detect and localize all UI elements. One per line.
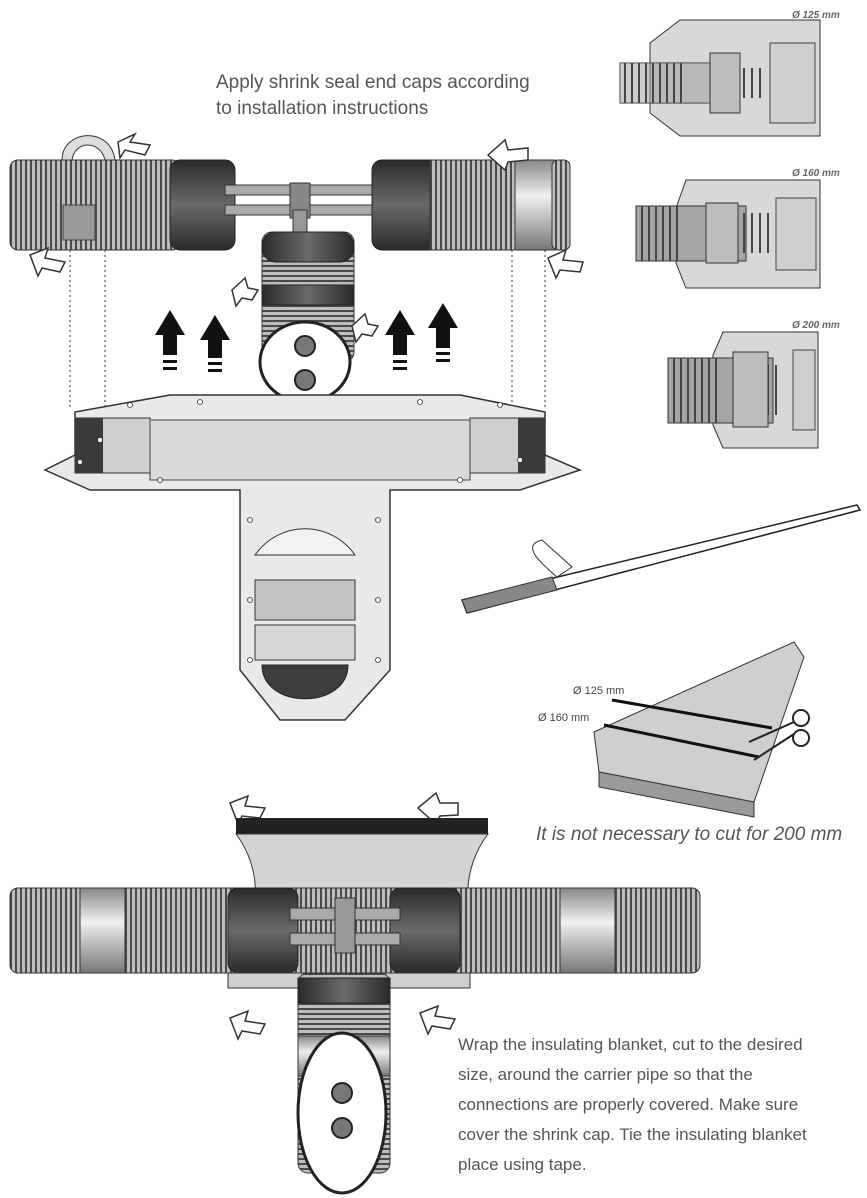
wrap-caption-line5: place using tape. xyxy=(458,1155,587,1174)
cap-section-125 xyxy=(619,19,821,137)
tape-strip-illustration xyxy=(460,504,862,614)
tape-strip-icon xyxy=(61,135,116,161)
right-pipe xyxy=(304,159,571,251)
blanket-mark-160: Ø 160 mm xyxy=(538,712,590,724)
top-caption-line1: Apply shrink seal end caps according xyxy=(216,72,530,93)
blanket-cut-illustration xyxy=(593,641,810,818)
top-caption: Apply shrink seal end caps according to … xyxy=(216,70,530,122)
tee-assembly-exploded xyxy=(9,132,584,721)
cap-size-label-125: Ø 125 mm xyxy=(792,10,840,21)
cap-size-label-200: Ø 200 mm xyxy=(792,320,840,331)
wrap-caption-line2: size, around the carrier pipe so that th… xyxy=(458,1065,753,1084)
wrap-caption-line3: connections are properly covered. Make s… xyxy=(458,1095,799,1114)
left-pipe xyxy=(9,159,296,251)
wrap-caption-line1: Wrap the insulating blanket, cut to the … xyxy=(458,1035,803,1054)
wrapped-assembly xyxy=(9,791,701,1195)
blanket-mark-125: Ø 125 mm xyxy=(573,685,625,697)
scissors-icon xyxy=(748,709,810,761)
wrap-caption-line4: cover the shrink cap. Tie the insulating… xyxy=(458,1125,807,1144)
rotate-arrow-icon xyxy=(29,132,584,344)
top-caption-line2: to installation instructions xyxy=(216,98,429,119)
branch-pipe xyxy=(258,231,355,404)
wrap-caption: Wrap the insulating blanket, cut to the … xyxy=(458,1030,867,1180)
up-arrow-icon xyxy=(155,303,458,372)
cap-size-label-160: Ø 160 mm xyxy=(792,168,840,179)
tee-housing xyxy=(43,394,583,721)
cap-section-160 xyxy=(635,179,821,289)
rotate-arrow-icon xyxy=(229,791,459,1041)
cut-note: It is not necessary to cut for 200 mm xyxy=(536,824,843,845)
cap-section-200 xyxy=(667,331,819,449)
tee-connector xyxy=(289,182,311,241)
